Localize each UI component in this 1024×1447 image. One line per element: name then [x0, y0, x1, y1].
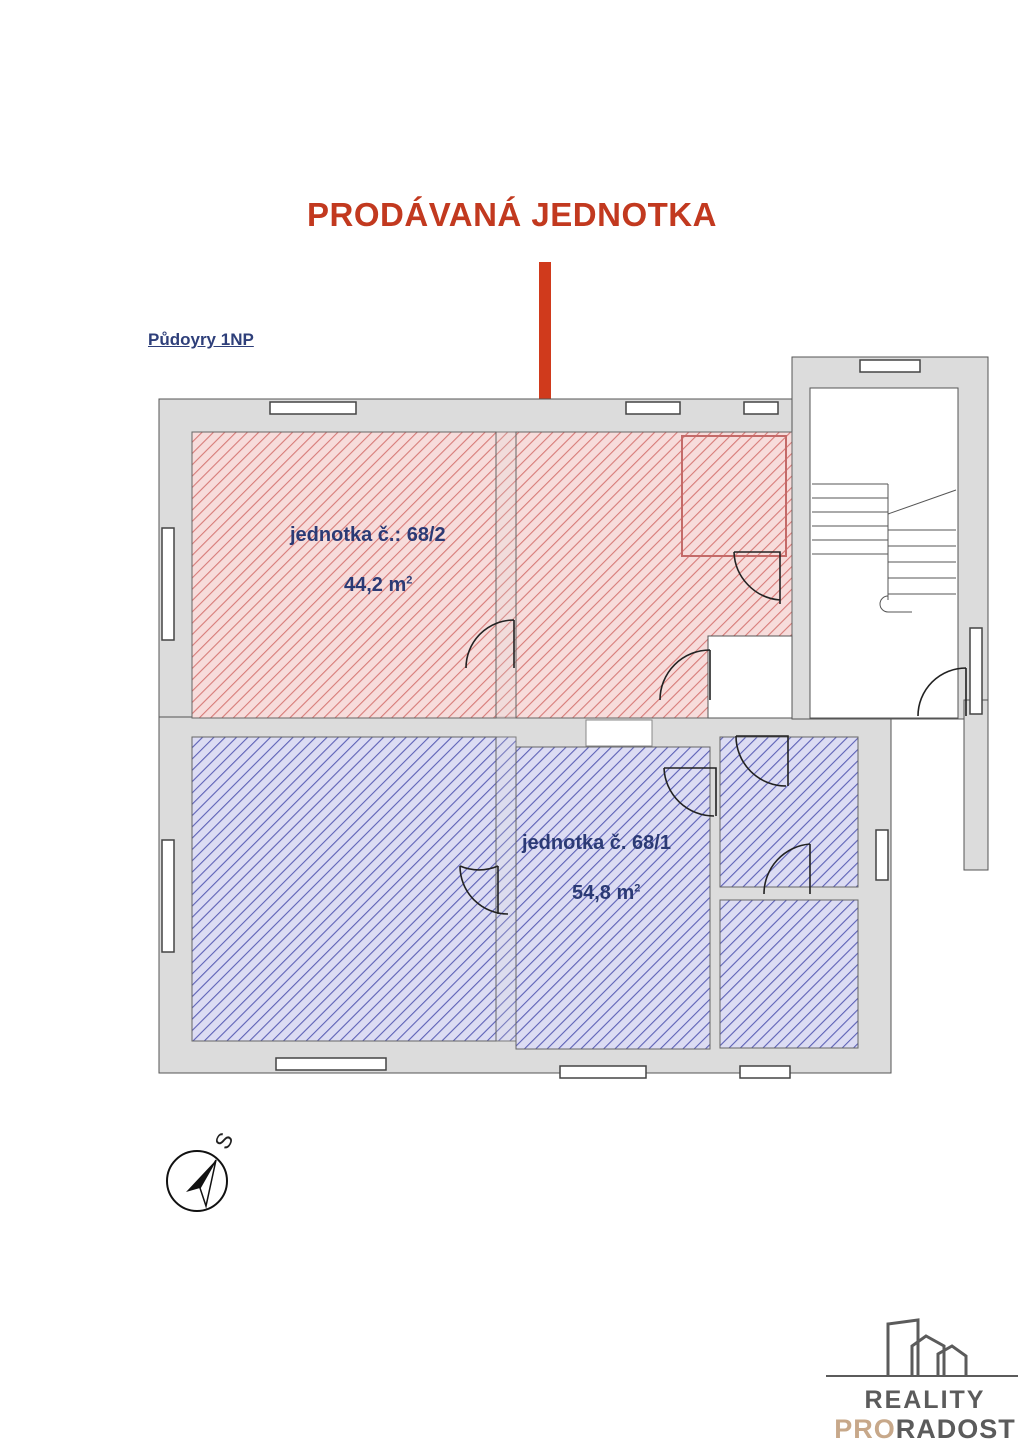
- headline: PRODÁVANÁ JEDNOTKA: [307, 196, 717, 233]
- doors: [459, 551, 967, 915]
- brand-pro: PRO: [834, 1414, 896, 1444]
- unit-68-1-area-unit-sup: 2: [634, 882, 641, 895]
- staircase: [812, 483, 957, 613]
- unit-68-1-area-label: 54,8 m2: [572, 882, 640, 905]
- unit-68-2-area-unit-sup: 2: [406, 574, 413, 587]
- windows: [161, 359, 983, 1079]
- unit-68-1-label: jednotka č. 68/1: [522, 832, 671, 854]
- brand-radost: RADOST: [895, 1414, 1016, 1444]
- unit-68-2-area: [191, 431, 793, 719]
- compass-icon: [166, 1150, 228, 1212]
- unit-68-2-label: jednotka č.: 68/2: [290, 524, 446, 546]
- unit-68-2-area-value: 44,2 m: [344, 574, 407, 596]
- brand-line1: REALITY: [864, 1386, 986, 1414]
- unit-68-1-area-value: 54,8 m: [572, 882, 635, 904]
- floor-plan-link[interactable]: Půdoyry 1NP: [148, 330, 254, 349]
- brand-line2: PRORADOST: [826, 1414, 1024, 1445]
- unit-68-2-area-label: 44,2 m2: [344, 574, 412, 597]
- unit-68-1-area: [191, 736, 859, 1050]
- brand-logo-icon: [826, 1318, 1018, 1377]
